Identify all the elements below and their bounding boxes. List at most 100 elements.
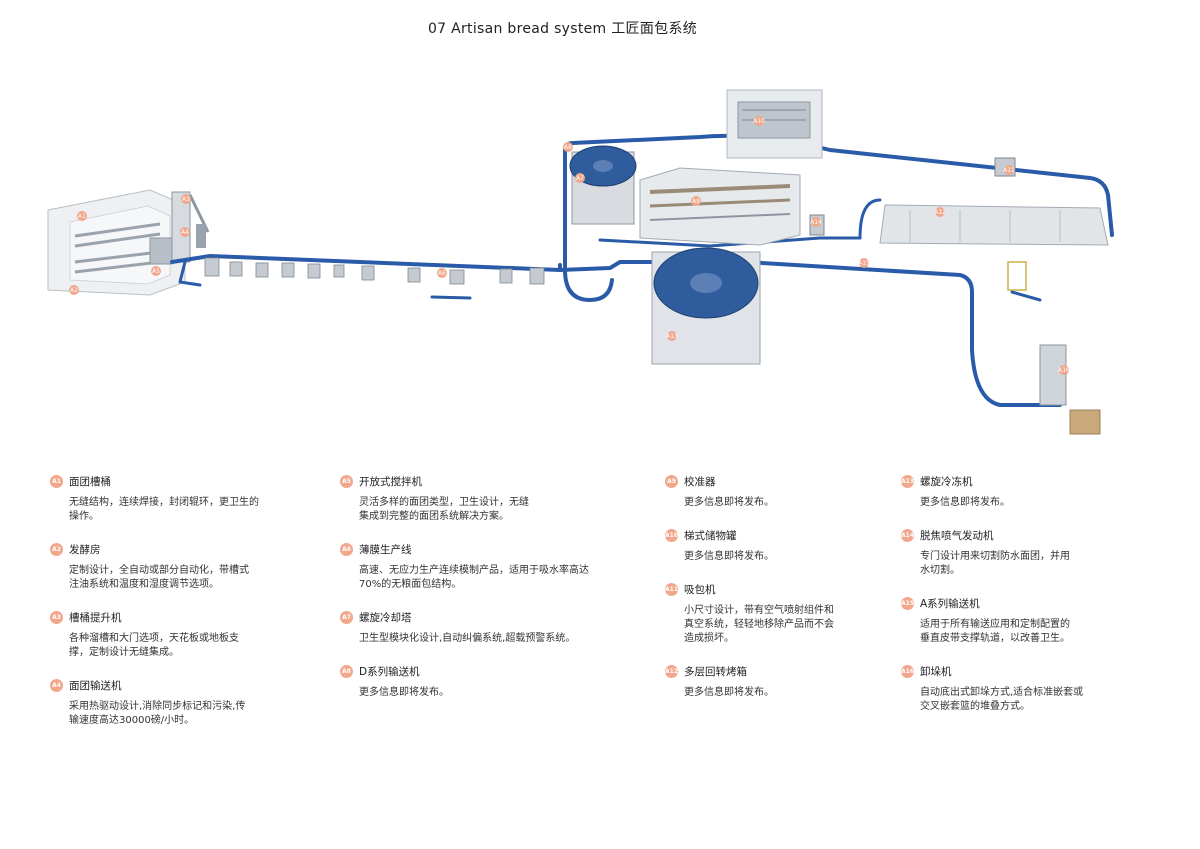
badge-a16: A16 [1058,365,1070,375]
item-desc: 定制设计，全自动或部分自动化，带槽式 注油系统和温度和湿度调节选项。 [69,565,249,590]
svg-text:A8: A8 [564,144,572,151]
spiral-cooling-tower [569,145,637,225]
item-title: 螺旋冷冻机 [920,475,973,488]
svg-text:A14: A14 [810,219,822,226]
svg-text:A4: A4 [181,229,189,236]
svg-text:A1: A1 [78,213,86,220]
badge-icon: A13 [901,474,914,488]
badge-a13: A13 [666,331,678,341]
badge-a4: A4 [180,227,190,237]
badge-icon: A2 [50,542,63,556]
badge-icon: A15 [901,596,914,610]
fermentation-room [47,189,186,296]
svg-text:A3: A3 [182,196,190,203]
legend-item-a11: A11 吸包机 小尺寸设计，带有空气喷射组件和 真空系统，轻轻地移除产品而不会 造… [665,580,935,646]
item-title: 脱焦喷气发动机 [920,529,994,542]
badge-a9: A9 [691,196,701,206]
item-desc: 专门设计用来切割防水面团，并用 水切割。 [920,551,1070,576]
item-title: 校准器 [684,475,716,488]
item-desc: 自动底出式卸垛方式,适合标准嵌套或 交叉嵌套篮的堆叠方式。 [920,687,1084,712]
badge-a11: A11 [1003,165,1015,175]
item-title: 面团槽桶 [69,475,111,488]
legend-item-a4: A4 面团输送机 采用热驱动设计,消除同步标记和污染,传 输速度高达30000磅/… [50,676,320,728]
badge-icon: A14 [901,528,914,542]
item-title: 开放式搅拌机 [359,475,422,488]
legend-item-a7: A7 螺旋冷却塔 卫生型模块化设计,自动纠偏系统,超载预警系统。 [340,608,610,646]
item-title: 面团输送机 [69,679,122,692]
item-desc: 更多信息即将发布。 [684,687,774,698]
badge-a1: A1 [77,211,87,221]
item-title: 多层回转烤箱 [684,665,747,678]
legend-item-a2: A2 发酵房 定制设计，全自动或部分自动化，带槽式 注油系统和温度和湿度调节选项。 [50,540,320,592]
badge-a12: A12 [934,207,946,217]
item-desc: 采用热驱动设计,消除同步标记和污染,传 输速度高达30000磅/小时。 [69,701,246,726]
legend-item-a12: A12 多层回转烤箱 更多信息即将发布。 [665,662,935,700]
legend-column-4: A13 螺旋冷冻机 更多信息即将发布。 A14 脱焦喷气发动机 专门设计用来切割防水… [901,472,1171,730]
item-desc: 更多信息即将发布。 [684,551,774,562]
ladder-storage [726,89,823,159]
svg-text:A12: A12 [934,209,946,216]
item-title: A系列输送机 [920,597,980,610]
svg-text:A11: A11 [1003,167,1015,174]
svg-text:A6: A6 [438,270,446,277]
badge-icon: A8 [340,664,353,678]
legend-column-1: A1 面团槽桶 无缝结构，连续焊接，封闭辊环，更卫生的 操作。 A2 发酵房 定制设… [50,472,320,744]
badge-icon: A12 [665,664,678,678]
item-desc: 各种溜槽和大门选项，天花板或地板支 撑，定制设计无缝集成。 [69,633,239,658]
item-desc: 更多信息即将发布。 [359,687,449,698]
item-title: 槽桶提升机 [69,611,122,624]
legend-item-a1: A1 面团槽桶 无缝结构，连续焊接，封闭辊环，更卫生的 操作。 [50,472,320,524]
rotary-oven [879,204,1109,246]
legend-item-a14: A14 脱焦喷气发动机 专门设计用来切割防水面团，并用 水切割。 [901,526,1171,578]
svg-text:A15: A15 [858,260,870,267]
calibrator-unit [639,167,801,246]
svg-text:A9: A9 [692,198,700,205]
page-title: 07 Artisan bread system 工匠面包系统 [427,21,698,37]
svg-text:A13: A13 [666,333,678,340]
badge-icon: A10 [665,528,678,542]
badge-icon: A4 [50,678,63,692]
item-desc: 卫生型模块化设计,自动纠偏系统,超载预警系统。 [359,633,576,644]
spiral-freezer [651,247,761,365]
legend-item-a3: A3 槽桶提升机 各种溜槽和大门选项，天花板或地板支 撑，定制设计无缝集成。 [50,608,320,660]
item-title: 螺旋冷却塔 [359,611,412,624]
badge-icon: A11 [665,582,678,596]
svg-text:A7: A7 [576,175,584,182]
production-line-diagram: A1 A2 A3 A4 A5 A6 A7 A8 A9 A10 A11 A12 A… [47,89,1114,435]
item-title: 薄膜生产线 [359,543,412,556]
item-title: 发酵房 [69,543,101,556]
badge-icon: A16 [901,664,914,678]
svg-text:A10: A10 [753,118,765,125]
legend-item-a16: A16 卸垛机 自动底出式卸垛方式,适合标准嵌套或 交叉嵌套篮的堆叠方式。 [901,662,1171,714]
badge-icon: A1 [50,474,63,488]
badge-icon: A6 [340,542,353,556]
badge-icon: A7 [340,610,353,624]
item-desc: 高速、无应力生产连续模制产品，适用于吸水率高达 70%的无粮面包结构。 [359,565,589,590]
badge-a10: A10 [753,116,765,126]
badge-icon: A9 [665,474,678,488]
badge-a2: A2 [69,285,79,295]
item-desc: 小尺寸设计，带有空气喷射组件和 真空系统，轻轻地移除产品而不会 造成损坏。 [684,605,834,644]
badge-a7: A7 [575,173,585,183]
badge-a3: A3 [181,194,191,204]
item-desc: 更多信息即将发布。 [920,497,1010,508]
diagram-badges: A1 A2 A3 A4 A5 A6 A7 A8 A9 A10 A11 A12 A… [69,116,1070,375]
legend-item-a13: A13 螺旋冷冻机 更多信息即将发布。 [901,472,1171,510]
item-desc: 灵活多样的面团类型，卫生设计，无缝 集成到完整的面团系统解决方案。 [359,497,529,522]
svg-text:A16: A16 [1058,367,1070,374]
sheeting-line-machines [204,257,545,285]
badge-icon: A3 [50,610,63,624]
item-title: 吸包机 [684,583,716,596]
unstacker [1007,261,1101,435]
item-desc: 无缝结构，连续焊接，封闭辊环，更卫生的 操作。 [69,497,259,522]
item-desc: 适用于所有输送应用和定制配置的 垂直皮带支撑轨道，以改善卫生。 [920,619,1070,644]
svg-text:A2: A2 [70,287,78,294]
legend-item-a15: A15 A系列输送机 适用于所有输送应用和定制配置的 垂直皮带支撑轨道，以改善卫生… [901,594,1171,646]
item-title: 卸垛机 [920,665,952,678]
